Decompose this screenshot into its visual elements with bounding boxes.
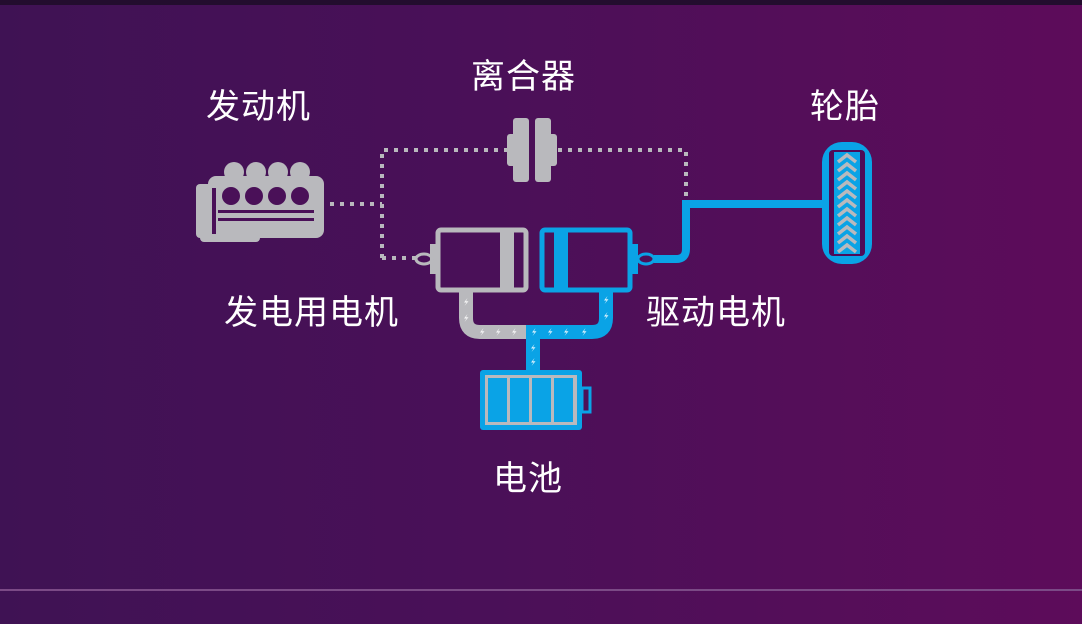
top-bar [0,0,1082,5]
engine-clutch-link [330,148,688,260]
clutch-icon [507,118,557,182]
generator-battery-link [459,288,533,339]
drive-battery-link [526,288,613,372]
generator-motor-icon [414,227,529,293]
drive-motor-label: 驱动电机 [646,293,786,333]
drive-tire-link [654,200,822,263]
clutch-label: 离合器 [471,57,576,97]
battery-icon [480,370,592,430]
generator-motor-label: 发电用电机 [224,293,399,333]
tire-label: 轮胎 [810,87,880,127]
divider [0,589,1082,591]
engine-label: 发动机 [206,87,311,127]
battery-label: 电池 [493,459,563,499]
tire-icon [822,142,872,264]
engine-icon [196,162,324,242]
drive-motor-icon [539,227,656,293]
